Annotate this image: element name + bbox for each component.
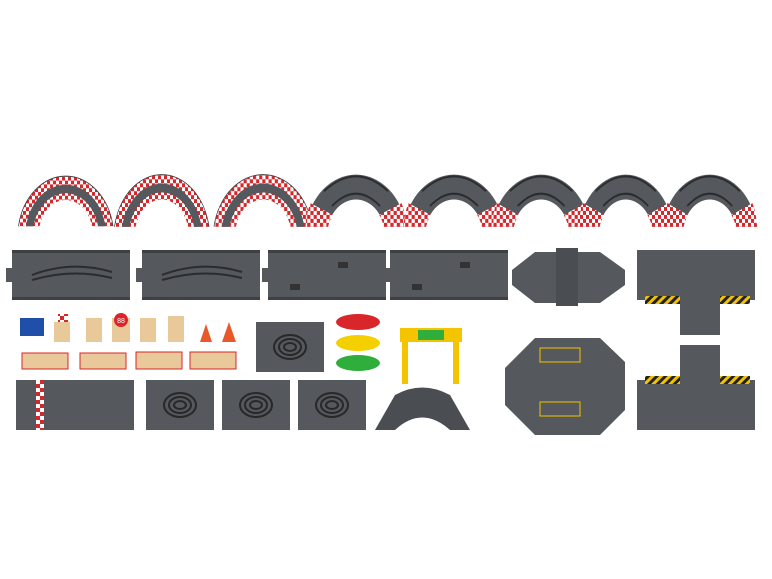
start-gate [400,328,462,384]
grandstand [189,351,237,370]
tire-track-square [221,379,291,431]
crossroad-track [505,338,625,435]
straight-track-skid [136,250,260,300]
grandstand [135,351,183,370]
curved-track-piece-skid [577,173,674,228]
race-car-yellow [336,335,380,351]
race-car-green [336,355,380,371]
straight-track-skid [6,250,130,300]
straight-track-row [6,248,755,335]
crossing-track [512,248,625,306]
pit-building [79,352,127,370]
trailer-figure [20,318,44,336]
mechanic-figure [140,318,156,342]
curved-track-row [18,173,758,228]
curved-track-piece [213,174,313,228]
start-line-track [16,380,134,430]
traffic-cone [200,324,212,342]
driver-figure [168,316,184,342]
curved-track-piece-skid [661,173,758,228]
t-junction-track [637,250,755,335]
curved-track-piece-skid [402,173,506,228]
mechanic-figure [86,318,102,342]
tire-track-square [297,379,367,431]
t-junction-track [637,345,755,430]
straight-track-oil [384,250,508,300]
curved-track-piece-skid [490,173,592,228]
flag-figure [54,314,70,342]
tire-track-square [255,321,325,373]
curved-track-piece [114,174,210,228]
sign-figure: 88 [112,313,130,342]
curved-track-piece-skid [304,173,408,228]
accessories: 88 [20,313,470,430]
pit-building [21,352,69,370]
curved-track-piece [18,175,114,227]
figure-sign-text: 88 [117,318,125,325]
race-car-red [336,314,380,330]
tire-track-square [145,379,215,431]
straight-track-oil [262,250,386,300]
traffic-cone [222,322,236,342]
bridge [375,387,470,430]
